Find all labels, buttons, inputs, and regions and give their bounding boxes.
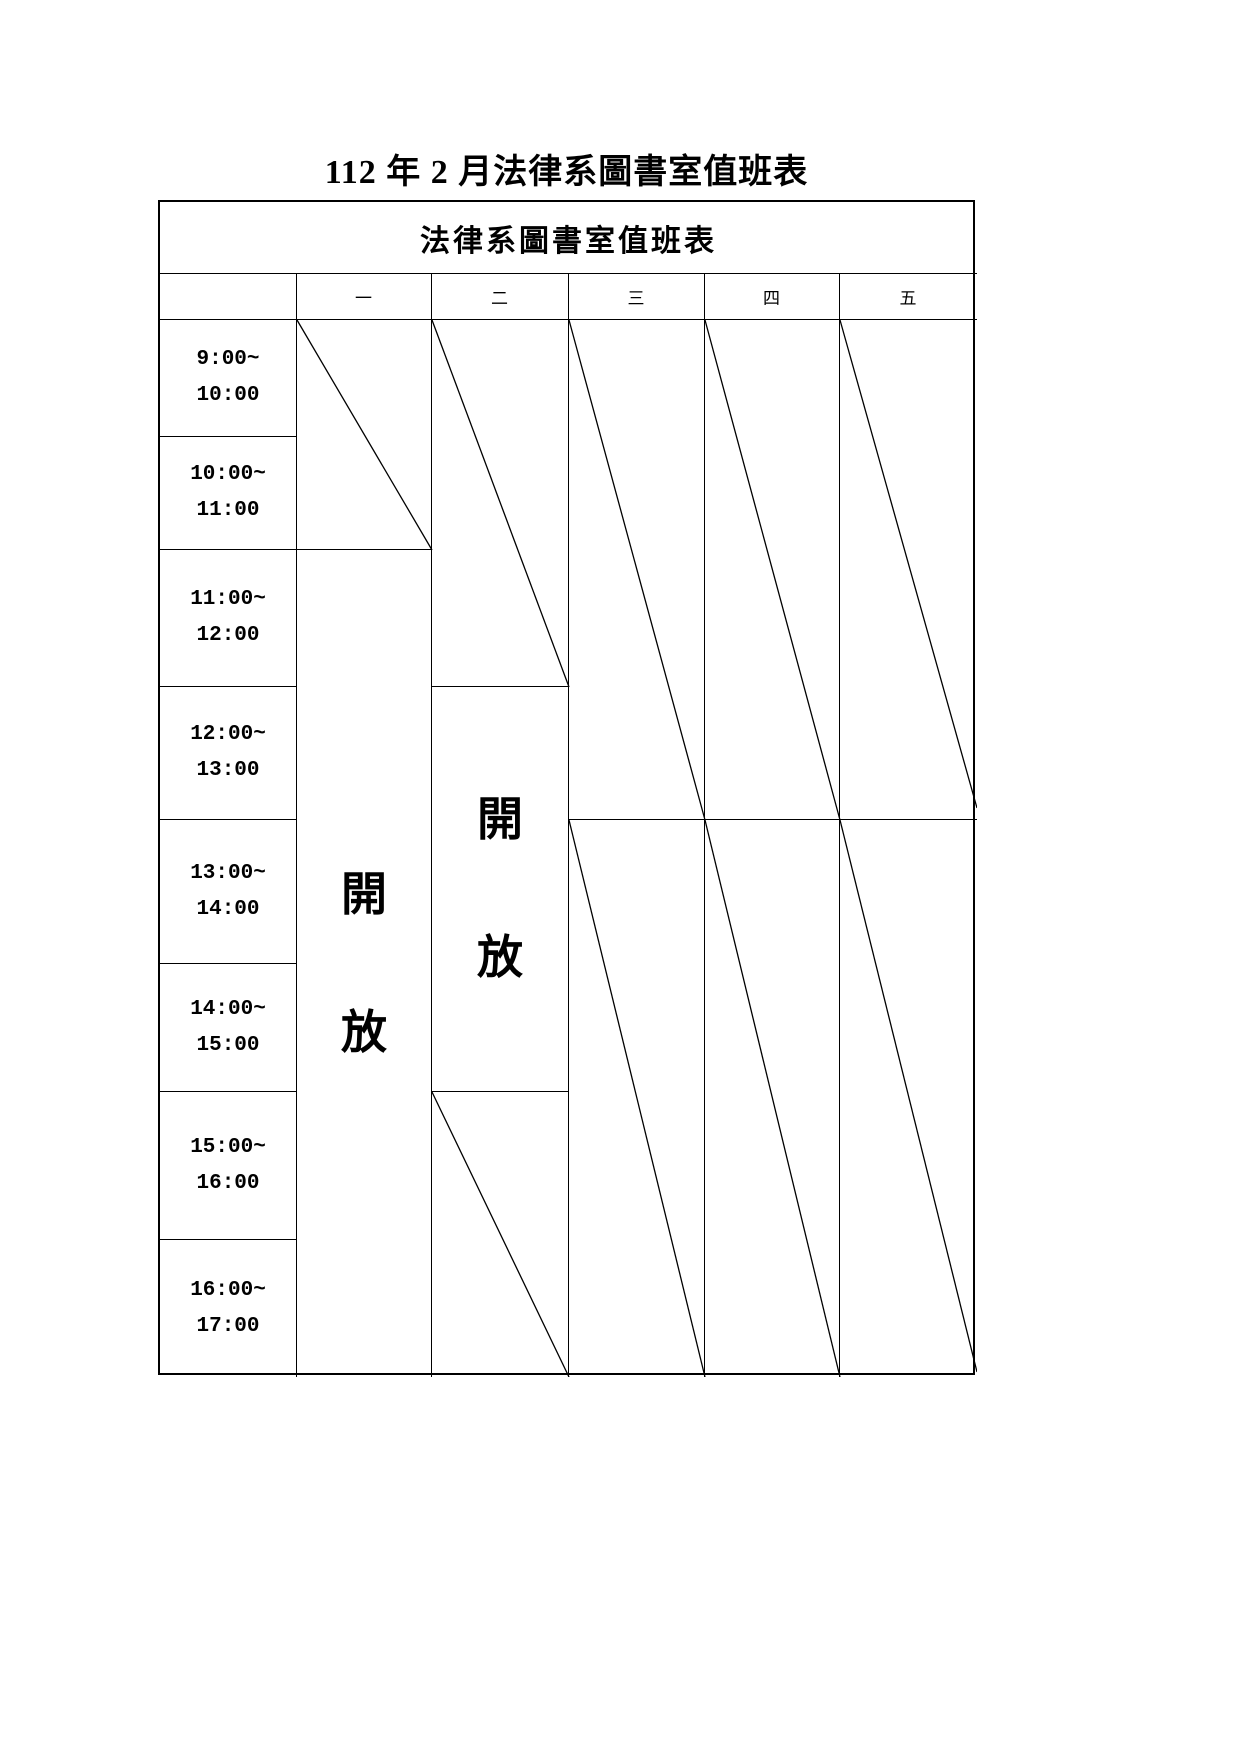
time-from: 10:00~ (190, 463, 266, 486)
time-slot-10-11: 10:00~ 11:00 (160, 437, 297, 550)
schedule-table: 法律系圖書室值班表 一 二 三 四 五 9:00~ 10:00 10:00~ 1… (158, 200, 977, 1377)
time-from: 12:00~ (190, 723, 266, 746)
day-header-empty (160, 274, 297, 320)
time-slot-14-15: 14:00~ 15:00 (160, 964, 297, 1092)
closed-cell-fri-9-13 (840, 320, 977, 820)
open-char: 開 (477, 794, 523, 845)
closed-cell-thu-9-13 (705, 320, 840, 820)
time-slot-13-14: 13:00~ 14:00 (160, 820, 297, 964)
time-from: 13:00~ (190, 861, 266, 885)
closed-cell-fri-13-17 (840, 820, 977, 1377)
page-title: 112 年 2 月法律系圖書室值班表 (324, 154, 809, 191)
closed-cell-tue-9-12 (432, 320, 569, 687)
time-to: 11:00 (196, 499, 260, 522)
closed-cell-mon-9-11 (297, 320, 432, 550)
time-to: 13:00 (196, 759, 260, 782)
time-slot-15-16: 15:00~ 16:00 (160, 1092, 297, 1240)
time-from: 14:00~ (190, 997, 266, 1021)
day-header-tue: 二 (432, 274, 569, 320)
closed-cell-wed-9-13 (569, 320, 705, 820)
day-header-mon: 一 (297, 274, 432, 320)
time-slot-9-10: 9:00~ 10:00 (160, 320, 297, 437)
open-char: 放 (477, 932, 523, 983)
open-cell-tue-12-15: 開 放 (432, 687, 569, 1092)
time-from: 15:00~ (190, 1135, 266, 1159)
time-to: 10:00 (196, 384, 260, 407)
closed-cell-thu-13-17 (705, 820, 840, 1377)
time-to: 12:00 (196, 624, 260, 647)
time-to: 14:00 (196, 897, 260, 921)
time-to: 16:00 (196, 1171, 260, 1195)
closed-cell-tue-15-17 (432, 1092, 569, 1377)
day-header-fri: 五 (840, 274, 977, 320)
time-slot-16-17: 16:00~ 17:00 (160, 1240, 297, 1377)
time-to: 15:00 (196, 1033, 260, 1057)
time-to: 17:00 (196, 1314, 260, 1338)
time-slot-12-13: 12:00~ 13:00 (160, 687, 297, 820)
day-header-wed: 三 (569, 274, 705, 320)
time-from: 9:00~ (196, 348, 260, 371)
time-slot-11-12: 11:00~ 12:00 (160, 550, 297, 687)
time-from: 11:00~ (190, 588, 266, 611)
time-from: 16:00~ (190, 1278, 266, 1302)
open-cell-mon-11-17: 開 放 (297, 550, 432, 1377)
day-header-thu: 四 (705, 274, 840, 320)
table-header: 法律系圖書室值班表 (160, 202, 977, 274)
open-char: 開 (341, 868, 387, 920)
open-char: 放 (341, 1006, 387, 1058)
closed-cell-wed-13-17 (569, 820, 705, 1377)
